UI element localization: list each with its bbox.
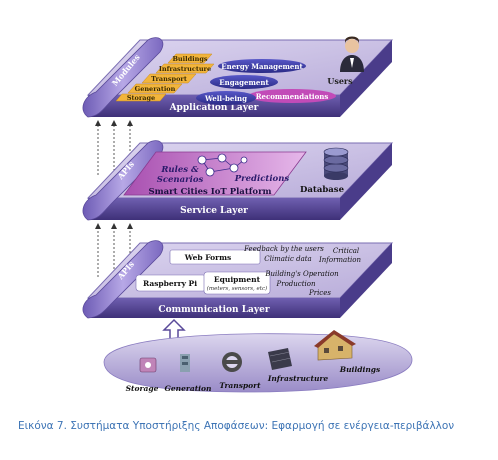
feedback-label: Feedback by the users xyxy=(243,245,324,253)
ground-label-infrastructure: Infrastructure xyxy=(267,374,329,383)
communication-layer-title: Communication Layer xyxy=(158,305,269,315)
equipment-sub-label: (meters, sensors, etc) xyxy=(207,285,267,292)
storage-icon xyxy=(139,357,157,373)
database-icon xyxy=(323,147,349,180)
platform-label: Smart Cities IoT Platform xyxy=(148,187,271,197)
application-layer-title: Application Layer xyxy=(169,103,259,113)
users-label: Users xyxy=(327,76,353,86)
equipment-label: Equipment xyxy=(214,275,261,284)
service-layer: APIs Service Layer Rules & Scenarios Pre… xyxy=(82,140,394,221)
communication-layer: APIs Communication Layer Web Forms Raspb… xyxy=(82,240,394,319)
ground-label-storage: Storage xyxy=(126,384,159,393)
predictions-label: Predictions xyxy=(234,174,290,184)
module-generation: Generation xyxy=(135,85,176,93)
recommendations-label: Recommendations xyxy=(256,92,329,101)
module-storage: Storage xyxy=(127,94,155,102)
web-forms-label: Web Forms xyxy=(184,253,231,262)
database-label: Database xyxy=(300,185,345,195)
production-label: Production xyxy=(276,280,316,288)
ground-label-generation: Generation xyxy=(165,384,212,393)
module-buildings: Buildings xyxy=(172,55,207,63)
infrastructure-icon xyxy=(268,348,292,370)
physical-assets-ground: Storage Generation Transport Infrastruct… xyxy=(103,330,413,393)
building-operation-label: Building's Operation xyxy=(264,270,339,278)
energy-management-oval xyxy=(218,59,306,73)
network-graph-icon xyxy=(197,153,248,177)
transport-icon xyxy=(222,352,242,372)
modules-stack: Buildings Infrastructure Transport Gener… xyxy=(115,53,215,102)
rules-line2: Scenarios xyxy=(157,175,204,185)
application-layer: Modules Application Layer Buildings Infr… xyxy=(82,36,394,118)
generation-icon xyxy=(180,354,190,372)
climatic-label: Climatic data xyxy=(264,255,311,263)
engagement-oval xyxy=(210,75,278,89)
information-label: Information xyxy=(318,256,362,264)
users-icon xyxy=(340,36,364,72)
rules-line1: Rules & xyxy=(160,165,199,175)
iot-platform-panel xyxy=(123,151,307,196)
service-layer-title: Service Layer xyxy=(180,206,248,216)
recommendations-oval xyxy=(248,89,336,103)
critical-label: Critical xyxy=(333,247,359,255)
engagement-label: Engagement xyxy=(219,78,269,87)
ground-label-buildings: Buildings xyxy=(339,365,381,374)
module-infrastructure: Infrastructure xyxy=(159,65,211,73)
figure-caption: Εικόνα 7. Συστήματα Υποστήριξης Αποφάσεω… xyxy=(18,420,455,432)
prices-label: Prices xyxy=(308,289,331,297)
web-forms-box xyxy=(169,249,261,265)
energy-management-label: Energy Management xyxy=(221,62,303,71)
buildings-icon xyxy=(314,330,356,361)
equipment-box xyxy=(203,271,271,295)
well-being-oval xyxy=(196,91,256,105)
well-being-label: Well-being xyxy=(204,94,247,103)
module-transport: Transport xyxy=(151,75,187,83)
ground-label-transport: Transport xyxy=(219,381,261,390)
raspberry-pi-label: Raspberry Pi xyxy=(143,279,197,288)
